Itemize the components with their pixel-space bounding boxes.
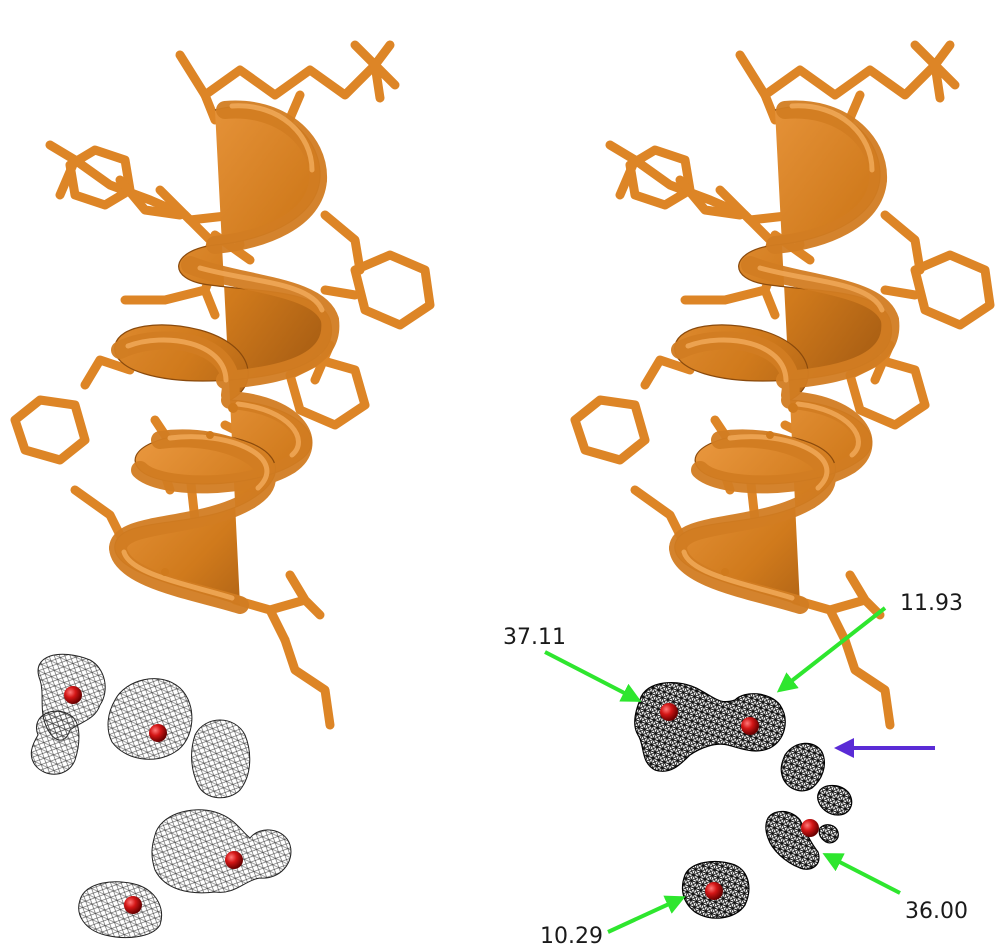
density-mesh-left	[30, 653, 292, 938]
right-panel: 37.11 11.93 36.00 10.29	[503, 45, 990, 949]
protein-helix-right	[575, 45, 990, 725]
value-label: 37.11	[503, 625, 566, 650]
value-label: 11.93	[900, 591, 963, 616]
value-label: 10.29	[540, 924, 603, 949]
arrow-icon	[607, 895, 686, 934]
arrow-icon	[776, 606, 887, 693]
arrow-icon	[544, 650, 642, 702]
value-label: 36.00	[905, 899, 968, 924]
annotation-arrows	[544, 606, 901, 934]
left-panel	[15, 45, 430, 938]
arrow-icon	[822, 853, 901, 895]
protein-helix-left	[15, 45, 430, 725]
